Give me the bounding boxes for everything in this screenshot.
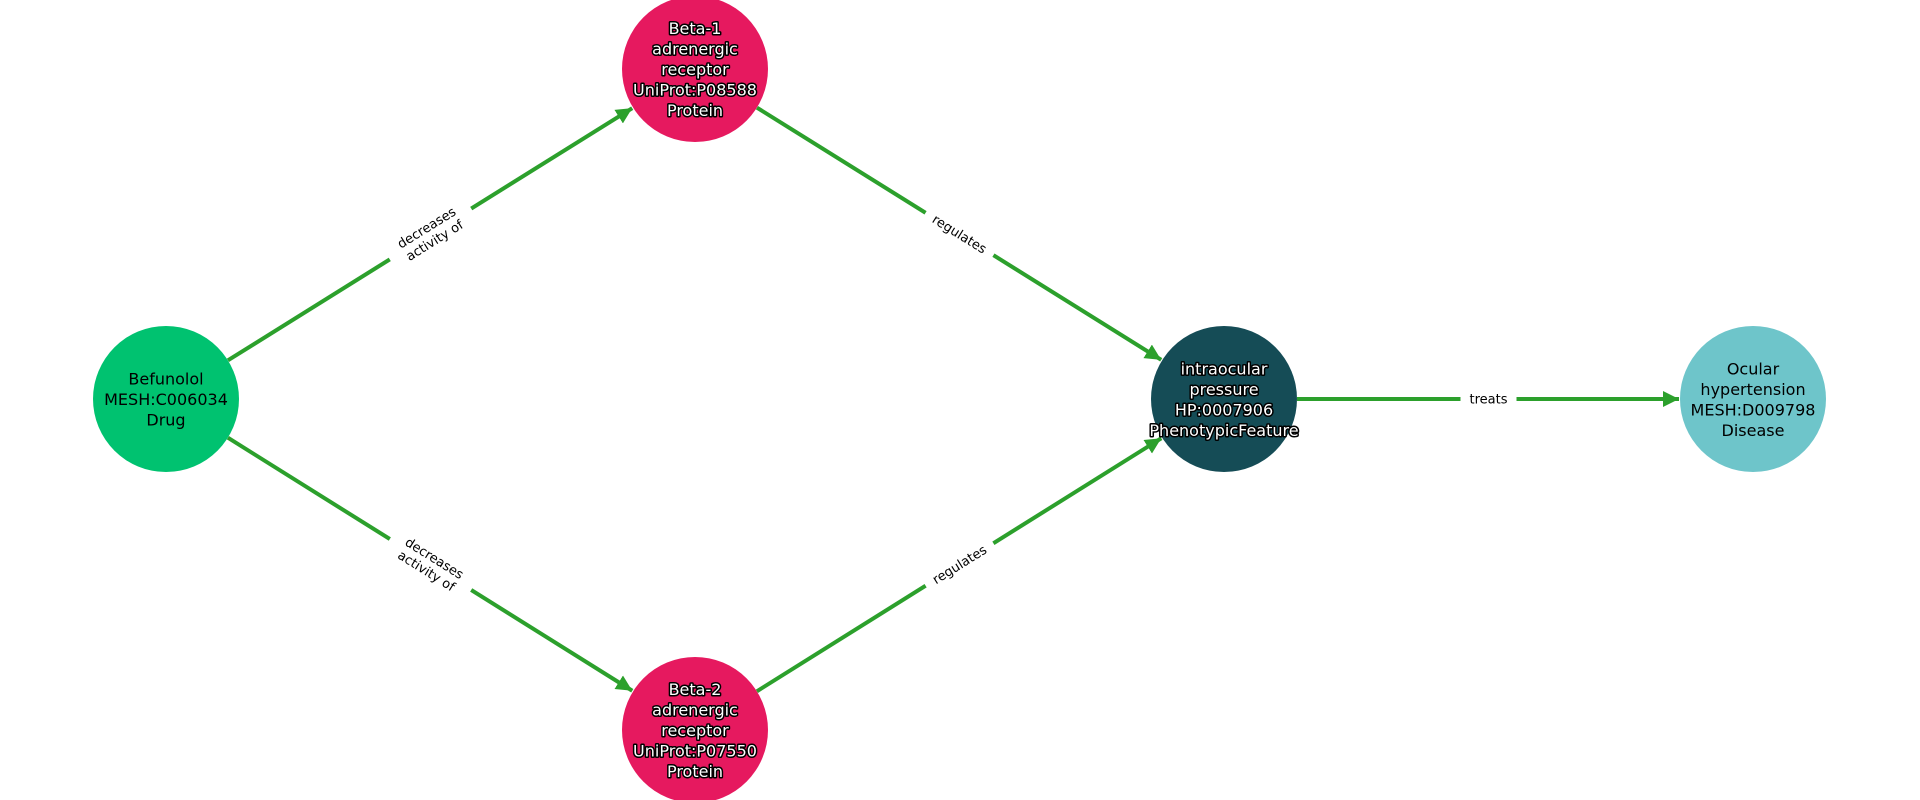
node-label: Drug (146, 411, 185, 430)
edge-label: treats (1460, 389, 1517, 409)
node-label: Befunolol (128, 370, 203, 389)
node-label: pressure (1189, 380, 1258, 399)
edge-label-background (920, 204, 999, 264)
node-circle[interactable] (622, 657, 768, 800)
node-circle[interactable] (93, 326, 239, 472)
edge-label-background (380, 194, 481, 274)
node-label: UniProt:P07550 (633, 742, 757, 761)
edge-label: regulates (920, 204, 999, 264)
edge-label-text: regulates (930, 543, 990, 588)
node-circle[interactable] (622, 0, 768, 142)
node-label: adrenergic (652, 40, 738, 59)
node-label: intraocular (1181, 359, 1268, 378)
node-label: adrenergic (652, 701, 738, 720)
node-label: receptor (661, 60, 729, 79)
edge-label-background (380, 524, 481, 605)
edge-iop-ocular: treats (1297, 389, 1679, 409)
node-iop[interactable]: intraocular pressureHP:0007906PhenotypicF… (1148, 326, 1300, 472)
node-label: Protein (667, 762, 723, 781)
node-beta1[interactable]: Beta-1 adrenergicreceptorUniProt:P08588Pr… (622, 0, 768, 142)
node-label: Beta-1 (669, 19, 722, 38)
node-label: Beta-2 (669, 680, 722, 699)
node-label: hypertension (1700, 380, 1805, 399)
node-circle[interactable] (1151, 326, 1297, 472)
node-label: Protein (667, 101, 723, 120)
edge-beta1-iop: regulates (755, 105, 1163, 362)
node-label: Disease (1722, 421, 1785, 440)
edge-label-background (920, 535, 999, 594)
node-label: UniProt:P08588 (633, 81, 757, 100)
node-beta2[interactable]: Beta-2 adrenergicreceptorUniProt:P07550Pr… (622, 657, 768, 800)
edge-label-text: regulates (929, 212, 989, 257)
edge-beta2-iop: regulates (755, 436, 1163, 693)
node-label: Ocular (1727, 359, 1780, 378)
node-label: MESH:C006034 (104, 390, 228, 409)
node-label: PhenotypicFeature (1149, 421, 1298, 440)
node-label: receptor (661, 721, 729, 740)
node-label: HP:0007906 (1175, 400, 1273, 419)
edge-label: regulates (920, 535, 999, 594)
node-label: MESH:D009798 (1691, 400, 1816, 419)
edge-label-background (1460, 389, 1517, 409)
node-circle[interactable] (1680, 326, 1826, 472)
edge-label-text: treats (1470, 393, 1508, 408)
